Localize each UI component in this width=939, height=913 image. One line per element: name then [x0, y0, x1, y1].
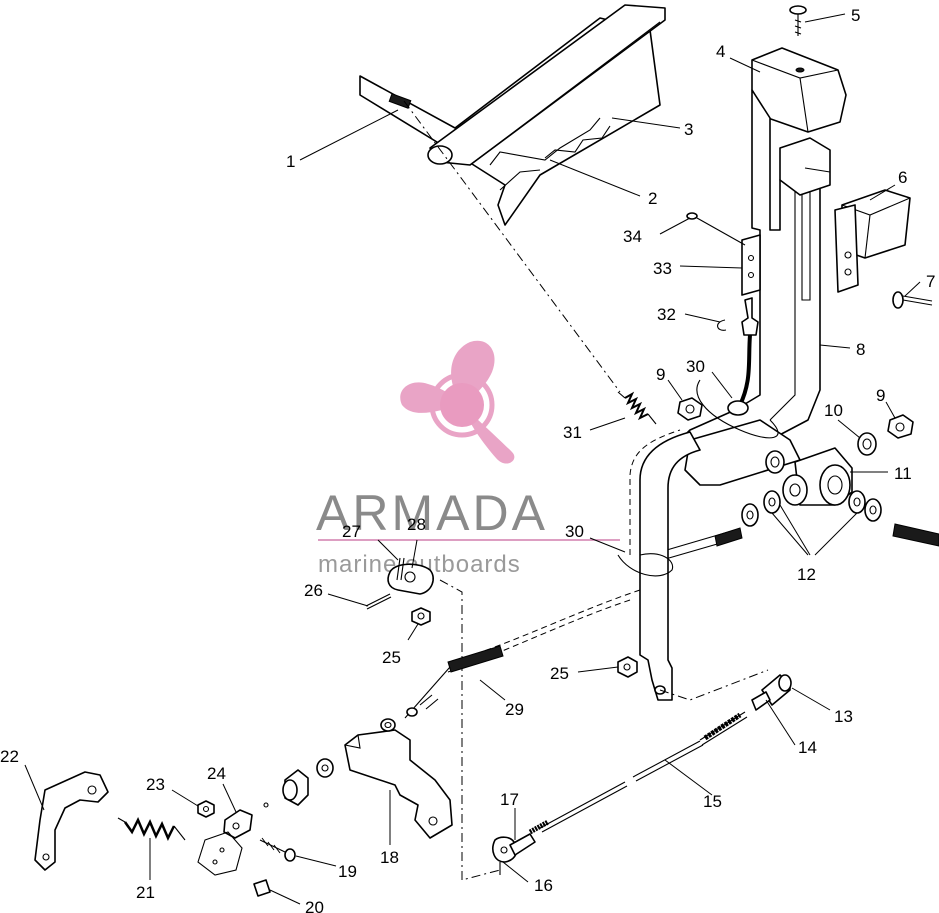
callout-18: 18 [380, 848, 399, 867]
watermark-brand: ARMADA [316, 485, 548, 541]
callout-numbers: 1 2 3 4 5 6 7 8 9 9 10 11 12 13 14 15 16… [0, 6, 935, 913]
callout-26: 26 [304, 581, 323, 600]
callout-14: 14 [798, 738, 817, 757]
callout-2: 2 [648, 189, 657, 208]
part-5-screw [789, 5, 807, 36]
part-12-washers-bolt [659, 490, 939, 561]
callout-15: 15 [703, 792, 722, 811]
callout-34: 34 [623, 227, 642, 246]
callout-20: 20 [305, 898, 324, 913]
callout-27: 27 [342, 522, 361, 541]
part-30-cable-upper [696, 297, 779, 439]
callout-30-upper: 30 [686, 357, 705, 376]
part-19-screw [259, 837, 296, 862]
part-14-cable-end [699, 691, 771, 746]
callout-16: 16 [534, 876, 553, 895]
callout-31: 31 [563, 423, 582, 442]
grommet-and-washer [263, 758, 334, 808]
part-7-bolt [892, 291, 933, 309]
part-3-top-bracket [359, 4, 666, 226]
callout-4: 4 [716, 42, 725, 61]
callout-1: 1 [286, 152, 295, 171]
part-26-pin [365, 593, 392, 610]
part-15-rod [528, 740, 704, 835]
part-21-spring [117, 817, 186, 841]
callout-6: 6 [898, 168, 907, 187]
callout-21: 21 [136, 883, 155, 902]
leader-lines [24, 13, 921, 905]
callout-10: 10 [824, 401, 843, 420]
propeller-logo-icon [400, 340, 515, 464]
callout-32: 32 [657, 305, 676, 324]
callout-23: 23 [146, 775, 165, 794]
part-22-left-bracket [34, 771, 109, 871]
part-10-washers [765, 432, 877, 474]
part-33-small-bracket [741, 234, 761, 296]
callout-28: 28 [407, 515, 426, 534]
part-32-clip [717, 319, 727, 331]
callout-17: 17 [500, 790, 519, 809]
callout-9-left: 9 [656, 365, 665, 384]
callout-22: 22 [0, 747, 19, 766]
part-6-box-bracket [834, 189, 911, 293]
part-18-bracket-plate [344, 718, 453, 839]
part-25-nut-left [411, 607, 431, 626]
part-24-block [223, 809, 253, 839]
part-8-tiller-arm [679, 89, 831, 486]
part-23-nut [197, 800, 215, 818]
part-20-sleeve [253, 879, 271, 897]
part-16-rod-end [492, 833, 536, 875]
callout-30-lower: 30 [565, 522, 584, 541]
part-34-screw [686, 212, 746, 246]
part-25-nut-right [617, 656, 638, 678]
armada-watermark: ARMADA marine outboards [316, 340, 620, 578]
part-31-spring [617, 391, 657, 425]
callout-33: 33 [653, 259, 672, 278]
callout-8: 8 [856, 340, 865, 359]
part-28-pivot-bracket [387, 557, 434, 595]
callout-12: 12 [797, 565, 816, 584]
callout-9-right: 9 [876, 386, 885, 405]
callout-5: 5 [851, 6, 860, 25]
callout-13: 13 [834, 707, 853, 726]
part-9-nut-left [677, 397, 703, 421]
callout-24: 24 [207, 764, 226, 783]
callout-25-left: 25 [382, 648, 401, 667]
part-11-bushing [782, 447, 853, 506]
part-9-nut-right [887, 414, 914, 439]
callout-7: 7 [926, 272, 935, 291]
bracket-plate-small [197, 831, 243, 876]
callout-11: 11 [894, 464, 912, 483]
callout-25-right: 25 [550, 664, 569, 683]
callout-19: 19 [338, 862, 357, 881]
callout-3: 3 [684, 120, 693, 139]
part-29-cable [404, 645, 504, 719]
callout-29: 29 [505, 700, 524, 719]
